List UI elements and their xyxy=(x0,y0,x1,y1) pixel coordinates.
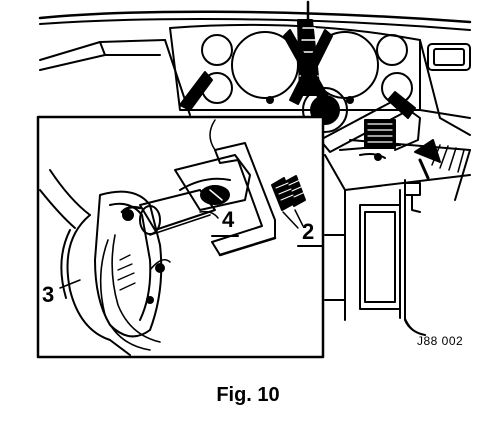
callout-2: 2 xyxy=(302,219,315,244)
ref-leader xyxy=(404,317,421,335)
bracket-screws xyxy=(271,175,306,211)
callout-4: 4 xyxy=(222,207,235,232)
callout-3: 3 xyxy=(42,282,55,307)
steering-column-rear xyxy=(319,99,441,180)
figure-reference-code: J88 002 xyxy=(417,334,464,348)
detail-inset xyxy=(36,115,325,359)
gauge-cluster xyxy=(179,0,416,133)
figure-caption: Fig. 10 xyxy=(216,384,280,406)
